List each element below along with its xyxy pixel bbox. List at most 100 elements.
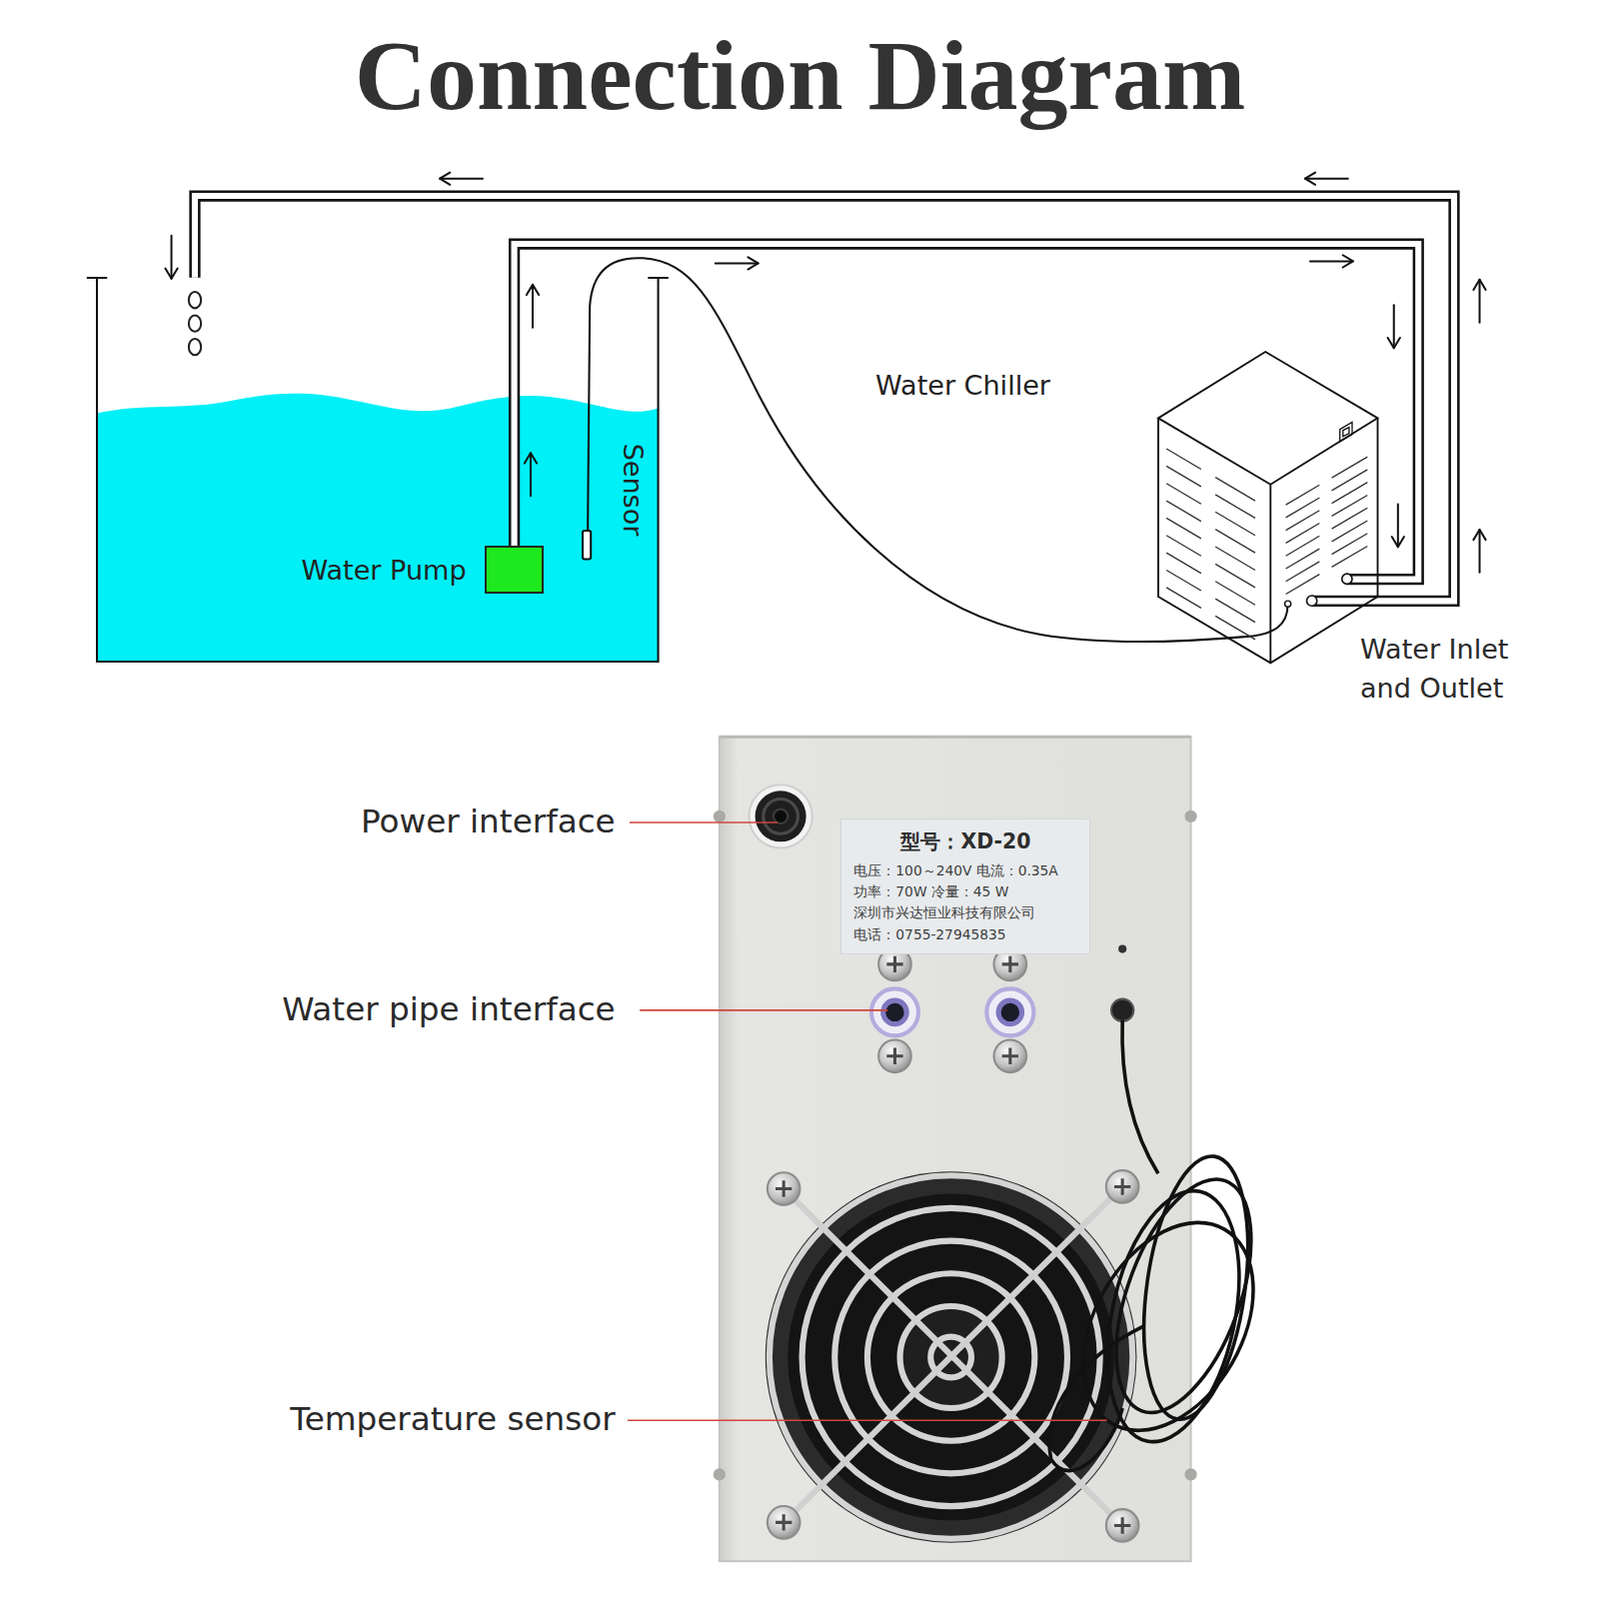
sensor-cable-coil-part	[1122, 1020, 1159, 1174]
power-socket-part	[763, 798, 799, 834]
chiller-back-panel-part	[719, 735, 1192, 739]
water-tank-shape	[96, 277, 659, 662]
leader-lines-part	[639, 1009, 888, 1012]
pipe-bore	[194, 195, 1455, 601]
water-pipe	[164, 172, 1486, 602]
cooling-fan-part	[783, 1186, 1123, 1526]
flow-arrow	[164, 268, 177, 279]
water-pipe	[514, 243, 1420, 580]
rating-plate-text: 型号：XD-20	[853, 826, 1078, 859]
pipe-fittings-part	[986, 988, 1034, 1036]
flow-arrow	[1393, 304, 1396, 348]
sensor-cable-coil-part	[1087, 1179, 1261, 1455]
power-socket-part	[748, 784, 812, 848]
rating-plate: 型号：XD-20电压：100～240V 电流：0.35A功率：70W 冷量：45…	[841, 819, 1090, 954]
water-drops-part	[188, 315, 201, 332]
leader-lines-part	[627, 1419, 1108, 1422]
chiller-back-panel-part	[1184, 810, 1197, 823]
port-label: Water Inlet and Outlet	[1360, 629, 1540, 708]
chiller-icon	[1340, 422, 1353, 442]
pipe-fittings-part	[871, 988, 919, 1036]
water-drops-part	[188, 291, 201, 308]
flow-arrow	[715, 261, 759, 264]
flow-arrow	[1479, 279, 1482, 323]
pipe-wall	[194, 195, 1455, 601]
callout-label: Temperature sensor	[289, 1401, 615, 1441]
callout-label: Power interface	[360, 802, 616, 842]
sensor-outlet-part	[1118, 944, 1127, 953]
flow-arrow	[170, 235, 173, 279]
cooling-fan-part-part	[769, 1175, 1133, 1539]
cooling-fan-part	[767, 1506, 801, 1540]
leader-lines	[627, 822, 1108, 1421]
water-tank-text: Sensor	[617, 443, 649, 537]
flow-arrow	[1392, 536, 1405, 547]
leader-lines-part	[629, 821, 778, 824]
flow-arrow	[439, 177, 483, 180]
sensor-outlet-part	[1111, 999, 1134, 1022]
sensor-port	[1284, 600, 1291, 607]
flow-arrow	[1305, 177, 1349, 180]
power-socket	[748, 784, 812, 848]
cooling-fan-part	[1106, 1509, 1140, 1543]
tank-water	[96, 393, 659, 662]
water-drops-part	[188, 338, 201, 355]
flow-arrow	[524, 452, 537, 463]
chiller-back-panel-part	[1184, 1468, 1197, 1481]
water-chiller-shape	[1158, 351, 1379, 663]
rating-plate-text: 功率：70W 冷量：45 W	[853, 881, 1078, 903]
sensor-cable-coil	[1048, 1020, 1289, 1472]
sensor-cable	[582, 257, 1289, 642]
cooling-fan-part	[767, 1172, 801, 1206]
flow-arrow	[1343, 254, 1354, 267]
pipe-fittings-part	[878, 1039, 912, 1073]
water-chiller: Water Chiller	[1158, 351, 1379, 663]
rating-plate-text: 电话：0755-27945835	[853, 924, 1078, 946]
water-tank: SensorWater Pump	[96, 277, 659, 662]
sensor-cable-coil-part	[1129, 1149, 1264, 1427]
sensor-cable-part	[582, 530, 591, 560]
sensor-cable-coil-part	[1089, 1161, 1279, 1431]
flow-arrow	[1473, 529, 1486, 540]
pipe-port	[1306, 573, 1352, 606]
chiller-vents	[1166, 448, 1368, 640]
water-drops	[188, 291, 201, 355]
sensor-cable-part	[587, 257, 1288, 642]
flow-arrow	[747, 256, 758, 269]
diagram-title: Connection Diagram	[0, 25, 1600, 126]
flow-arrow	[526, 284, 539, 295]
chiller-back-panel-part	[719, 736, 1192, 1562]
flow-arrow	[529, 452, 532, 496]
pipe-fittings	[871, 948, 1034, 1074]
flow-arrow	[1388, 337, 1401, 348]
water-pump: Water Pump	[484, 545, 544, 594]
flow-arrow	[1473, 279, 1486, 290]
flow-arrow	[1397, 503, 1400, 547]
sensor-cable-coil-part	[1049, 1326, 1143, 1471]
sensor-outlet	[1111, 944, 1134, 1022]
cooling-fan-part	[769, 1175, 1133, 1539]
pipe-fittings-part	[993, 1039, 1027, 1073]
power-socket-part	[755, 790, 807, 842]
flow-arrow	[439, 172, 450, 185]
rating-plate-text: 电压：100～240V 电流：0.35A	[853, 860, 1078, 882]
chiller-back-panel-part	[713, 1468, 726, 1481]
flow-arrow	[1310, 259, 1354, 262]
chiller-back-panel	[713, 736, 1198, 1562]
pipe-bore	[514, 243, 1420, 580]
tank-water-part	[96, 393, 659, 662]
flow-arrow	[1305, 172, 1316, 185]
pipe-wall	[514, 243, 1420, 580]
flow-arrow	[1479, 529, 1482, 573]
power-socket-part	[773, 809, 788, 824]
water-chiller-text: Water Chiller	[875, 369, 1051, 401]
cooling-fan-part	[1106, 1170, 1140, 1204]
chiller-outline	[1158, 351, 1379, 663]
chiller-back-panel-part	[713, 810, 726, 823]
tank-outline	[86, 277, 669, 662]
callout-label: Water pipe interface	[281, 990, 616, 1030]
rating-plate-text: 深圳市兴达恒业科技有限公司	[853, 902, 1078, 924]
cooling-fan-part	[765, 1171, 1138, 1544]
